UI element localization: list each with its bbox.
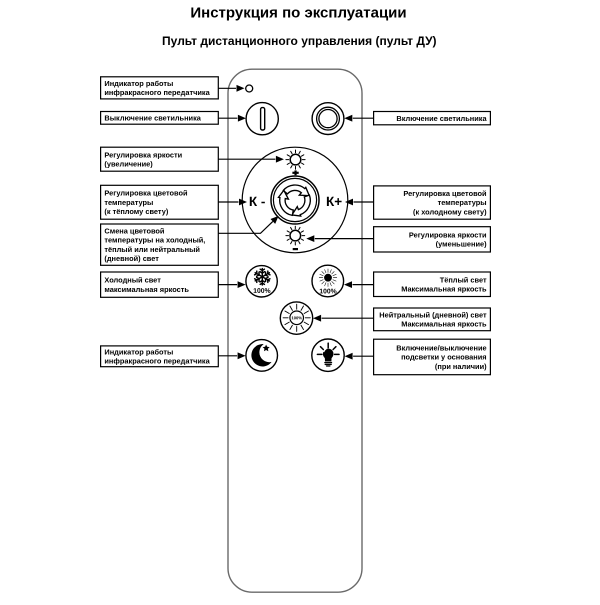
svg-text:Выключение светильника: Выключение светильника bbox=[104, 114, 201, 123]
svg-text:Пульт дистанционного управлени: Пульт дистанционного управления (пульт Д… bbox=[162, 34, 437, 48]
svg-text:Включение светильника: Включение светильника bbox=[396, 114, 487, 123]
svg-text:Инструкция по эксплуатации: Инструкция по эксплуатации bbox=[190, 5, 406, 22]
